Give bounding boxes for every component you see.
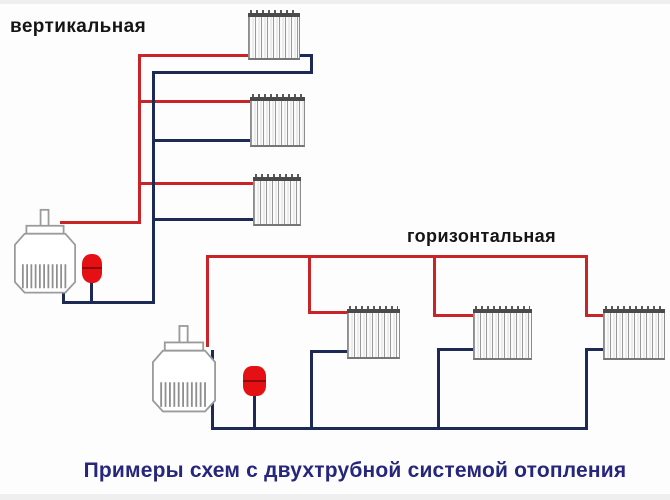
radiator-h3 [603,306,665,360]
boiler-burner-grille [160,382,206,407]
top-edge-band [0,0,670,4]
return-radiator-h3-drop [585,348,588,430]
tank1-stem [90,281,93,304]
supply-branch-radiator-v3 [138,182,256,185]
diagram-caption: Примеры схем с двухтрубной системой отоп… [83,459,627,482]
expansion-tank-2 [243,366,266,396]
supply-branch-radiator-h1 [308,311,349,314]
supply-drop-radiator-h3 [585,255,588,317]
return-riser-vertical-system [152,71,155,304]
return-radiator-h2-stub [437,348,475,351]
supply-branch-radiator-v2 [138,100,253,103]
return-radiator-h1-stub [310,350,349,353]
return-boiler1-run [62,301,155,304]
supply-boiler1-connection [60,221,141,224]
supply-branch-radiator-h3 [585,314,605,317]
return-radiator-h3-stub [585,348,605,351]
return-radiator-h2-drop [437,348,440,430]
supply-branch-radiator-h2 [433,314,475,317]
bottom-edge-band [0,494,670,500]
radiator-v2 [250,94,305,147]
return-radiator-v1-stub [298,54,313,57]
tank2-stem [253,394,256,430]
return-branch-radiator-v2 [152,139,253,142]
supply-main-horizontal-system [206,255,588,258]
boiler-top-plate [163,341,205,352]
expansion-tank-1 [82,254,102,283]
return-radiator-h1-drop [310,350,313,430]
supply-riser-vertical-system [138,54,141,224]
supply-drop-radiator-h2 [433,255,436,317]
boiler-1 [14,208,76,294]
radiator-v3 [253,174,301,226]
radiator-v1 [248,10,300,60]
return-radiator-v1-run [152,71,313,74]
supply-drop-radiator-h1 [308,255,311,314]
return-radiator-v1-drop [310,54,313,74]
return-boiler1-drop [62,293,65,304]
label-horizontal-system: горизонтальная [407,226,556,246]
radiator-h2 [473,306,532,360]
radiator-h1 [347,306,400,359]
boiler-2 [152,325,216,413]
return-main-horizontal-system [211,427,588,430]
boiler-top-plate [25,224,65,235]
boiler-chimney [39,208,50,228]
boiler-chimney [178,325,189,345]
boiler-body [152,349,216,413]
label-vertical-system: вертикальная [10,16,147,37]
supply-boiler2-drop [206,255,209,347]
boiler-body [14,232,76,294]
return-branch-radiator-v3 [152,218,256,221]
supply-branch-radiator-v1 [138,54,251,57]
boiler-burner-grille [21,264,67,289]
